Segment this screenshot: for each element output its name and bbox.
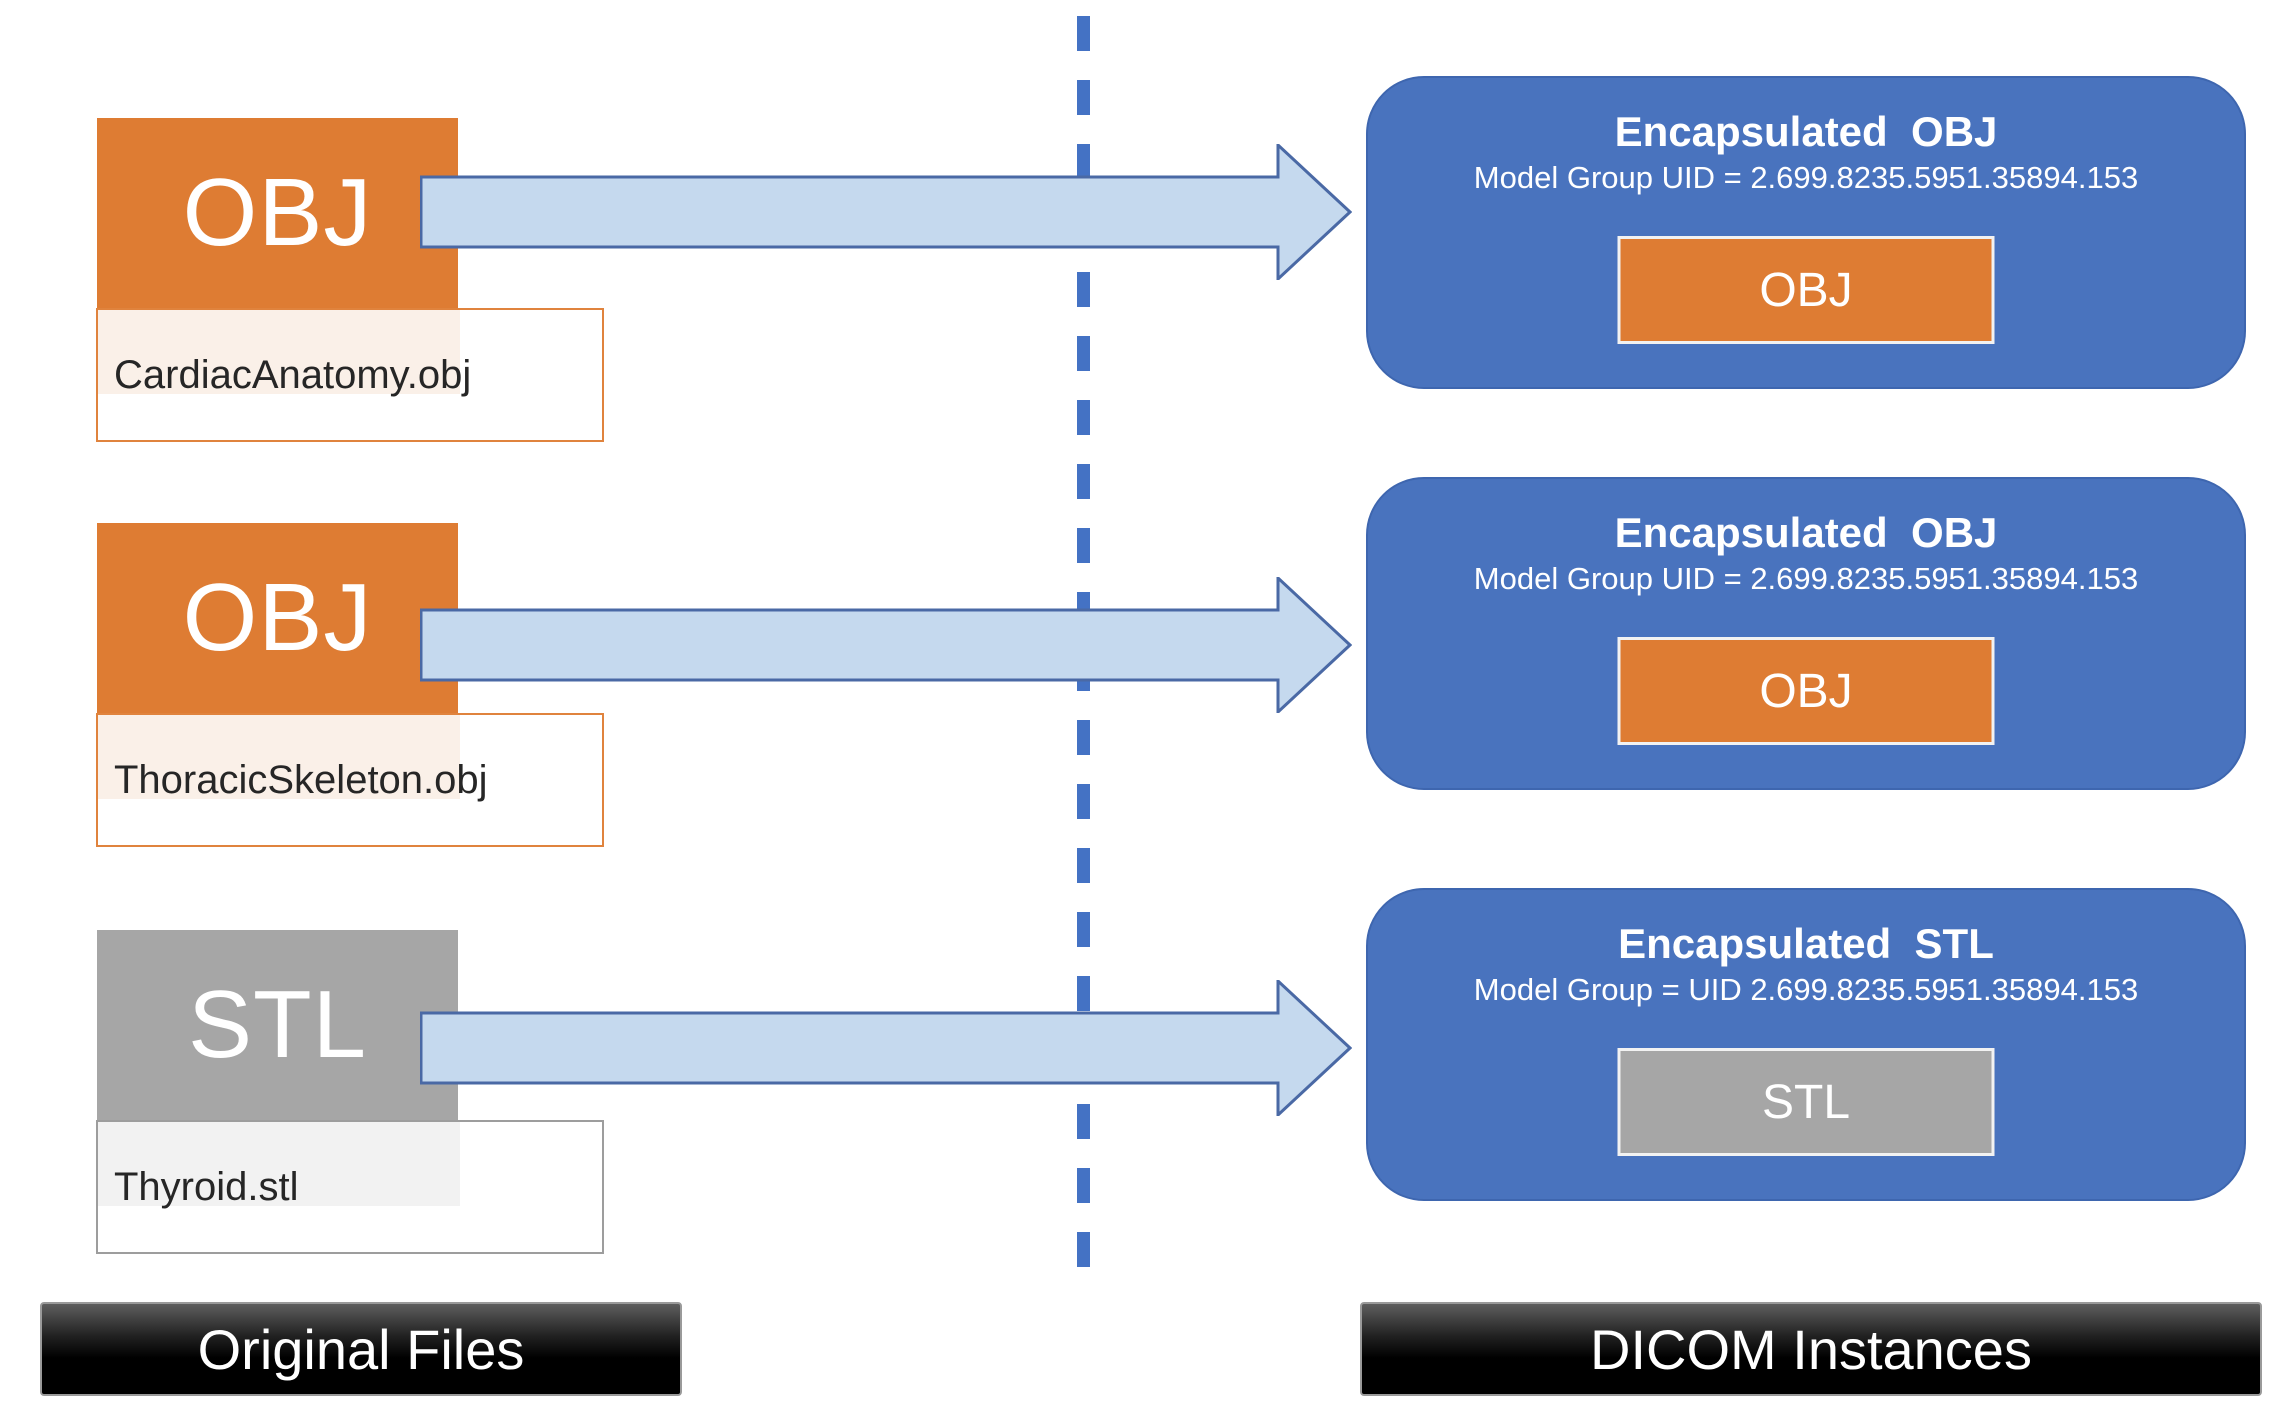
encapsulated-stl-chip: STL (1617, 1048, 1995, 1156)
dicom-instance-box-3: Encapsulated STL Model Group = UID 2.699… (1366, 888, 2246, 1201)
label-overlap-tint (98, 310, 460, 394)
arrow-shape (420, 577, 1352, 713)
stl-file-badge: STL (97, 930, 458, 1120)
encapsulated-obj-chip: OBJ (1617, 236, 1995, 344)
file-label-box: CardiacAnatomy.obj (96, 308, 604, 442)
dicom-instance-box-2: Encapsulated OBJ Model Group UID = 2.699… (1366, 477, 2246, 790)
arrow-shape (420, 144, 1352, 280)
filename-text: ThoracicSkeleton.obj (114, 757, 488, 802)
label-overlap-tint (98, 715, 460, 799)
right-arrow (420, 144, 1352, 280)
model-group-uid: Model Group UID = 2.699.8235.5951.35894.… (1473, 160, 2139, 195)
obj-file-badge: OBJ (97, 523, 458, 713)
file-label-box: Thyroid.stl (96, 1120, 604, 1254)
encapsulated-title: Encapsulated STL (1618, 920, 1994, 967)
file-label-box: ThoracicSkeleton.obj (96, 713, 604, 847)
obj-file-badge: OBJ (97, 118, 458, 308)
encapsulated-title: Encapsulated OBJ (1614, 509, 1998, 556)
filename-text: Thyroid.stl (114, 1164, 299, 1209)
encapsulated-title: Encapsulated OBJ (1614, 108, 1998, 155)
original-files-bar: Original Files (40, 1302, 682, 1396)
encapsulated-obj-chip: OBJ (1617, 637, 1995, 745)
dicom-instances-bar: DICOM Instances (1360, 1302, 2262, 1396)
model-group-uid: Model Group = UID 2.699.8235.5951.35894.… (1473, 972, 2139, 1007)
arrow-shape (420, 980, 1352, 1116)
model-group-uid: Model Group UID = 2.699.8235.5951.35894.… (1473, 561, 2139, 596)
right-arrow (420, 980, 1352, 1116)
label-overlap-tint (98, 1122, 460, 1206)
right-arrow (420, 577, 1352, 713)
filename-text: CardiacAnatomy.obj (114, 352, 472, 397)
dicom-instance-box-1: Encapsulated OBJ Model Group UID = 2.699… (1366, 76, 2246, 389)
